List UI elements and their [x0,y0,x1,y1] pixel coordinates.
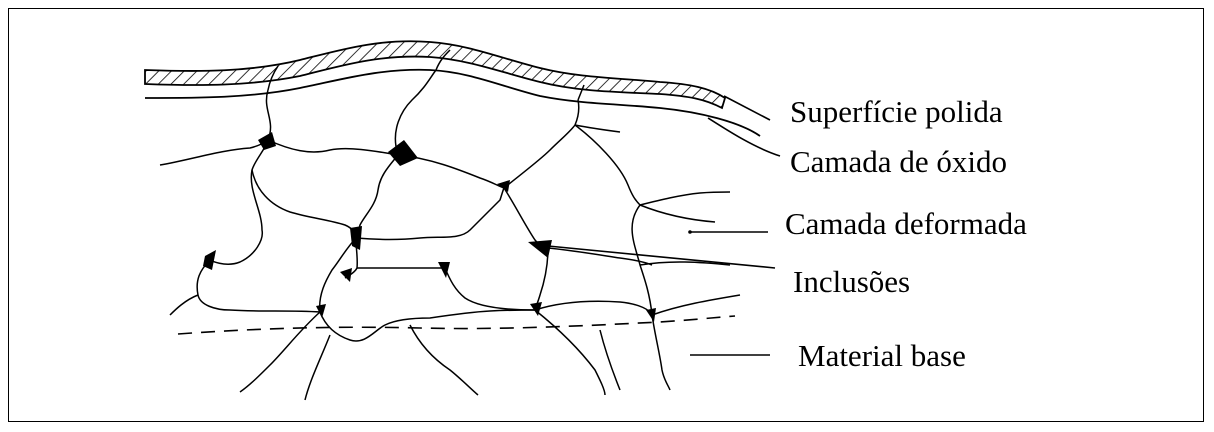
leader-inclusions [548,246,775,268]
label-inclusions: Inclusões [793,266,910,297]
leader-lines [548,96,780,355]
leader-oxide-layer [708,118,780,156]
label-deformed-layer: Camada deformada [785,208,1027,239]
label-polished-surface: Superfície polida [790,96,1003,127]
leader-polished-surface [724,96,770,120]
leader-markers [688,230,692,234]
oxide-layer-band [145,41,725,108]
label-base-material: Material base [798,340,966,371]
label-oxide-layer: Camada de óxido [790,146,1007,177]
deformed-base-boundary [178,316,735,334]
grain-boundaries [160,50,740,400]
